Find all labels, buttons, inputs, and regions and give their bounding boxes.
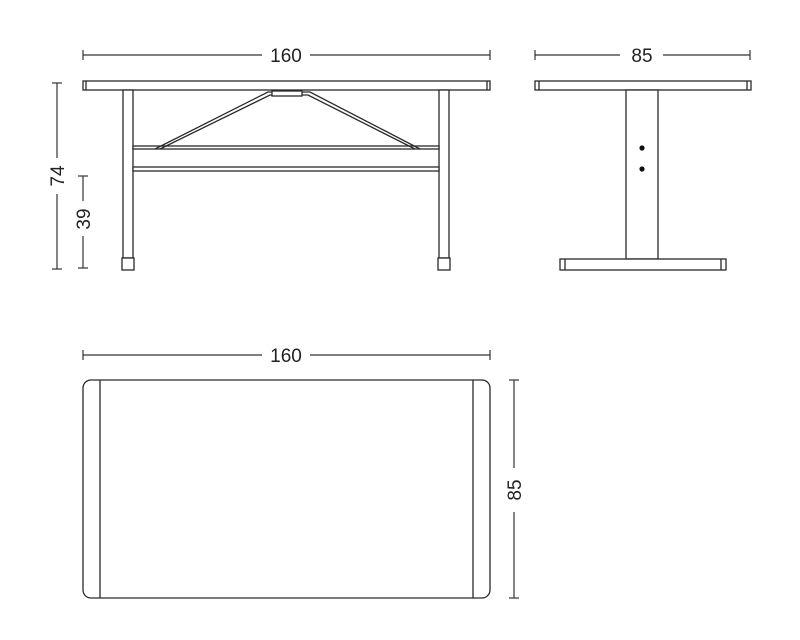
front-view: 160 74 39 — [48, 46, 491, 271]
top-depth-dimension: 85 — [505, 379, 526, 599]
right-leg — [438, 89, 450, 259]
bolt — [639, 145, 645, 151]
top-view: 160 85 — [82, 346, 526, 599]
crossbar-height-label: 39 — [74, 208, 95, 229]
side-depth-dimension: 85 — [534, 46, 751, 67]
bolt — [639, 166, 645, 172]
front-width-dimension: 160 — [82, 46, 491, 67]
crossbar-height-dimension: 39 — [74, 175, 95, 269]
brace-inner-edge — [159, 94, 416, 150]
top-depth-label: 85 — [505, 479, 526, 500]
top-width-dimension: 160 — [82, 346, 491, 367]
lower-rail — [132, 166, 440, 172]
brace — [154, 91, 421, 150]
base-foot — [559, 258, 727, 271]
pedestal — [625, 89, 659, 260]
top-width-label: 160 — [270, 346, 302, 367]
upper-rail — [132, 145, 440, 150]
right-foot — [437, 257, 451, 271]
left-foot — [121, 257, 135, 271]
side-depth-label: 85 — [631, 46, 652, 67]
tabletop-front — [82, 80, 491, 91]
front-height-label: 74 — [48, 165, 69, 187]
brace-plate — [271, 90, 303, 97]
side-view: 85 — [534, 46, 752, 271]
tabletop-side — [534, 80, 752, 91]
tabletop-plan — [82, 379, 491, 599]
front-height-dimension: 74 — [48, 82, 69, 270]
front-width-label: 160 — [270, 46, 302, 67]
left-leg — [122, 89, 134, 259]
